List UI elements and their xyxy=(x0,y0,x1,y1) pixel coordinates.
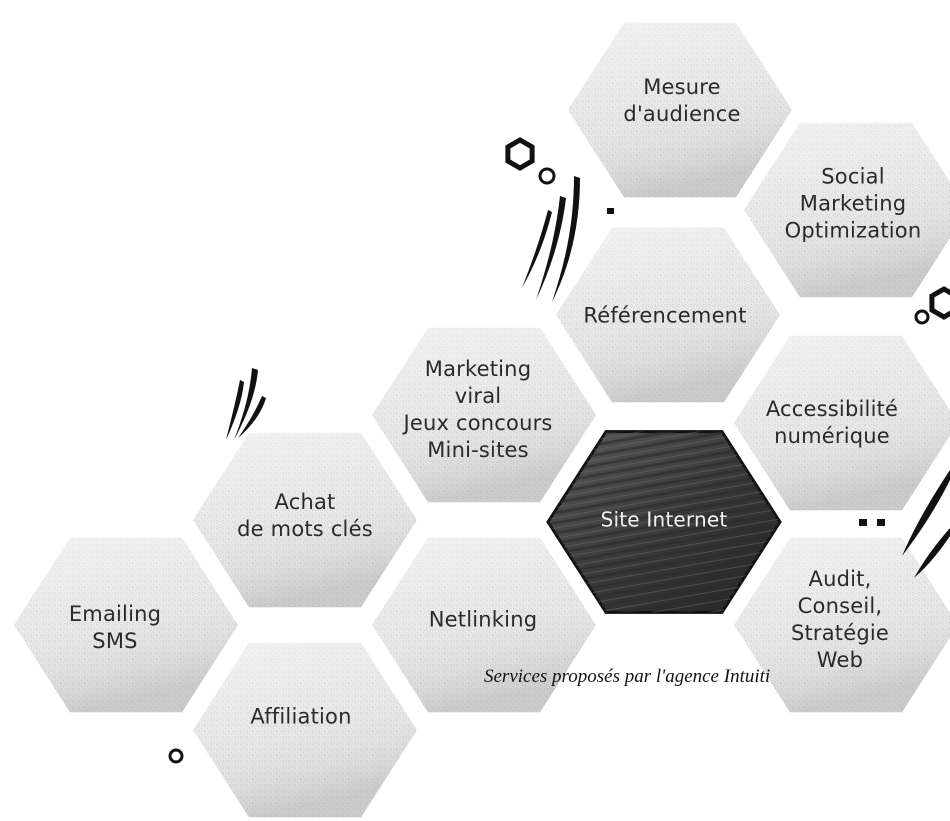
deco-grass-blade xyxy=(536,196,566,300)
deco-hexagon-outline xyxy=(505,137,535,171)
hex-label-accessibilite: Accessibilité numérique xyxy=(765,397,899,448)
deco-grass-blade xyxy=(234,368,258,440)
deco-grass-blade xyxy=(914,528,950,578)
hex-label-audit: Audit, Conseil, Stratégie Web xyxy=(790,567,890,672)
deco-grass-blade xyxy=(226,380,244,440)
deco-square xyxy=(877,519,885,526)
hex-label-referencement: Référencement xyxy=(583,303,747,328)
hex-achat xyxy=(193,432,417,608)
hex-label-marketing: Marketing viral Jeux concours Mini-sites xyxy=(403,357,553,462)
deco-grass-blade xyxy=(902,470,950,556)
hex-mesure xyxy=(568,22,792,198)
hex-audit xyxy=(734,537,950,713)
hex-site-internet xyxy=(546,430,782,614)
deco-hexagon-outline xyxy=(929,286,950,320)
hex-label-netlinking: Netlinking xyxy=(428,607,538,632)
hex-referencement xyxy=(556,227,780,403)
deco-circle-outline xyxy=(914,309,930,325)
hex-label-affiliation: Affiliation xyxy=(250,704,352,729)
hex-affiliation xyxy=(193,642,417,818)
hex-social xyxy=(744,122,950,298)
hex-emailing xyxy=(14,537,238,713)
hex-label-emailing: Emailing SMS xyxy=(68,602,162,653)
deco-square xyxy=(859,519,867,526)
hex-label-mesure: Mesure d'audience xyxy=(623,75,741,126)
deco-circle-outline xyxy=(538,167,556,185)
hex-label-social: Social Marketing Optimization xyxy=(784,164,922,243)
hex-label-achat: Achat de mots clés xyxy=(237,490,373,541)
hex-label-site-internet: Site Internet xyxy=(600,507,728,532)
deco-grass-blade xyxy=(238,396,266,438)
hex-marketing xyxy=(372,327,596,503)
deco-circle-outline xyxy=(168,748,184,764)
hex-accessibilite xyxy=(734,335,950,511)
deco-square xyxy=(607,208,614,214)
figure-caption: Services proposés par l'agence Intuiti xyxy=(484,666,771,687)
hex-netlinking xyxy=(372,537,596,713)
deco-grass-blade xyxy=(522,210,552,288)
deco-grass-blade xyxy=(552,176,580,302)
